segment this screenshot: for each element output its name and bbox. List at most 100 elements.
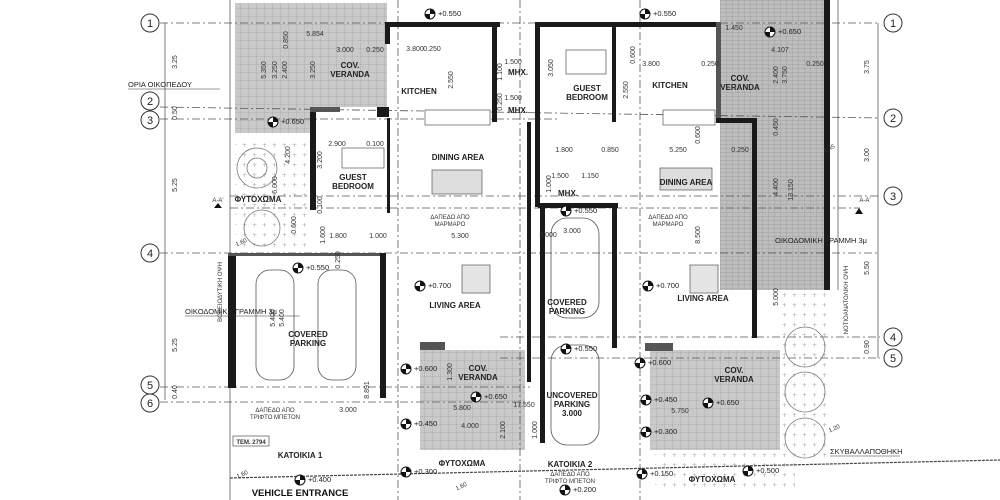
room-label: VERANDA [458,373,498,382]
cov-veranda-2b-floor [650,350,780,450]
axis-right-2: 2 [890,113,896,125]
room-label: MHX. [508,68,528,77]
dimension-label: 0.850 [601,147,619,154]
dimension-label: 3.750 [782,66,789,84]
room-labels: COV. VERANDA KITCHEN MHX. GUEST BEDROOM … [288,61,760,418]
slope-labels: 1.601.601.451.201.60 [235,144,842,493]
room-label: COV. [341,61,360,70]
level-value: +0.450 [654,395,677,404]
axis-right-1: 1 [890,18,896,30]
elevation-side-label: ΝΟΤΙΟΑΝΑΤΟΛΙΚΗ ΟΨΗ [844,266,850,335]
axis-dim: 5.25 [172,338,179,352]
dimension-label: 2.550 [623,81,630,99]
planting-label: ΦΥΤΟΧΩΜΑ [235,195,282,204]
axis-left-1: 1 [147,18,153,30]
level-value: +0.550 [574,344,597,353]
level-value: +0.550 [574,206,597,215]
level-value: +0.550 [306,263,329,272]
level-marker-fill [425,9,435,19]
dimension-label: 2.400 [282,61,289,79]
dimension-label: 4.000 [461,423,479,430]
level-marker-fill [743,466,753,476]
level-marker-fill [401,419,411,429]
room-label: KITCHEN [401,87,437,96]
plot-number: ΤΕΜ. 2794 [236,440,266,446]
dimension-label: 2.400 [773,66,780,84]
dimension-label: 3.000 [339,407,357,414]
dimension-label: 0.250 [366,47,384,54]
dimension-label: 1.300 [447,363,454,381]
level-marker-fill [561,206,571,216]
room-label: MHX. [508,106,528,115]
axis-dim: 3.25 [172,55,179,69]
cov-veranda-2-floor [720,0,830,290]
planting-label: ΦΥΤΟΧΩΜΑ [689,475,736,484]
dimension-label: 0.100 [366,141,384,148]
dimension-label: 5.000 [773,288,780,306]
dimension-label: 0.250 [806,61,824,68]
dimension-label: 2.550 [448,71,455,89]
level-marker: +0.700 [414,280,451,292]
room-label: DINING AREA [432,153,485,162]
level-marker-fill [637,469,647,479]
dimension-label: 0.250 [701,61,719,68]
dimension-label: 1.000 [532,421,539,439]
level-marker-fill [765,27,775,37]
floor-note: ΔΑΠΕΔΟ ΑΠΟ [255,408,295,414]
section-arrow-icon [855,208,863,214]
room-label: PARKING [554,400,590,409]
level-marker-fill [293,263,303,273]
dimension-label: 3.000 [336,47,354,54]
dimension-label: 3.250 [272,61,279,79]
axis-dim: 0.90 [864,340,871,354]
room-label: COV. [725,366,744,375]
level-markers: +0.550+0.550+0.650+0.650+0.550+0.700+0.7… [267,8,801,496]
section-marker-label: A-A' [212,198,223,204]
axis-right-5: 5 [890,353,896,365]
dimension-label: 6.000 [272,176,279,194]
dimension-label: 0.450 [773,118,780,136]
dimension-label: 5.400 [279,309,286,327]
building-line-label: ΟΙΚΟΔΟΜΙΚΗ ΓΡΑΜΜΗ 3μ [185,307,277,316]
room-label: 3.000 [562,409,583,418]
dimension-label: 5.800 [453,405,471,412]
room-label: DINING AREA [660,178,713,187]
dimension-label: 1.450 [725,25,743,32]
planting-bottom [655,450,795,490]
floor-note: ΤΡΙΦΤΟ ΜΠΕΤΟΝ [545,479,595,485]
level-value: +0.200 [573,485,596,494]
house-1-label: ΚΑΤΟΙΚΙΑ 1 [278,451,323,460]
room-label: LIVING AREA [429,301,480,310]
level-marker: +0.650 [764,26,801,38]
level-marker: +0.550 [292,262,329,274]
level-marker: +0.550 [560,205,597,217]
level-marker: +0.300 [640,426,677,438]
level-value: +0.650 [281,117,304,126]
level-marker-fill [401,467,411,477]
dimension-label: 3.200 [317,151,324,169]
room-label: UNCOVERED [546,391,597,400]
dimension-label: 5.854 [306,31,324,38]
level-marker-fill [415,281,425,291]
section-arrow-icon [214,203,222,208]
room-label: VERANDA [720,83,760,92]
axis-bubbles-right: 1 2 3 4 5 [883,13,903,368]
level-value: +0.650 [484,392,507,401]
dimension-label: 5.250 [669,147,687,154]
level-value: +0.600 [414,364,437,373]
section-marker-label: A-A' [859,198,870,204]
room-label: BEDROOM [332,182,374,191]
level-marker: +0.650 [267,116,304,128]
level-marker-fill [640,9,650,19]
slope-label: 1.60 [236,470,250,481]
level-value: +0.550 [438,9,461,18]
level-marker-fill [643,281,653,291]
dimension-label: 1.100 [497,63,504,81]
level-value: +0.600 [648,358,671,367]
dimension-label: 2.900 [328,141,346,148]
dimension-label: 1.000 [546,175,553,193]
level-marker: +0.450 [640,394,677,406]
level-marker-fill [703,398,713,408]
